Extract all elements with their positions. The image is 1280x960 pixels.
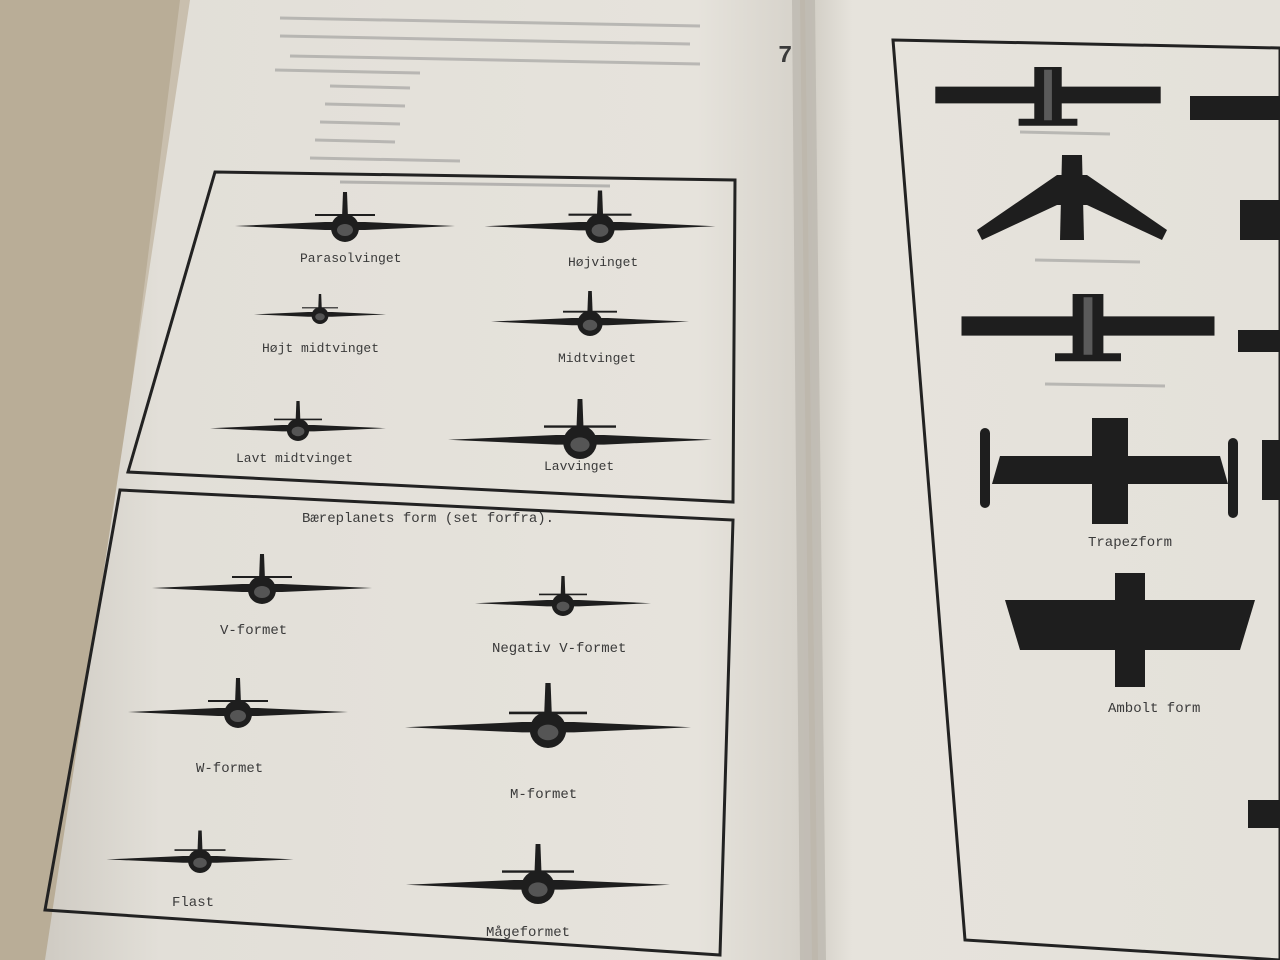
planform-trapezoid-icon	[980, 418, 1238, 524]
label-mid-wing: Midtvinget	[558, 351, 636, 366]
label-w-shaped: W-formet	[196, 761, 263, 777]
box1-title-line	[339, 180, 611, 188]
table-shadow	[0, 0, 180, 960]
label-low-wing: Lavvinget	[544, 459, 614, 474]
label-high-wing: Højvinget	[568, 255, 638, 270]
label-m-shaped: M-formet	[510, 787, 577, 803]
wing-shape-box	[43, 488, 735, 957]
book-gutter	[792, 0, 826, 960]
planform-label-straight-line	[1019, 130, 1111, 136]
label-trapezoid: Trapezform	[1088, 535, 1172, 551]
label-anvil: Ambolt form	[1108, 701, 1200, 717]
label-high-mid: Højt midtvinget	[262, 341, 379, 356]
planform-label-swept-line	[1034, 258, 1141, 264]
label-low-mid: Lavt midtvinget	[236, 451, 353, 466]
partial-plane-icons	[1190, 96, 1280, 828]
wing-position-box	[126, 170, 737, 504]
planform-swept-icon	[977, 155, 1167, 240]
label-parasol: Parasolvinget	[300, 251, 401, 266]
planform-box	[891, 38, 1280, 960]
label-flat: Flast	[172, 895, 214, 911]
label-v-shaped: V-formet	[220, 623, 287, 639]
page-number: 7	[778, 43, 792, 70]
planform-anvil-icon	[1005, 573, 1255, 687]
intro-text-lines	[274, 16, 701, 163]
box2-title: Bæreplanets form (set forfra).	[302, 511, 554, 527]
label-gull: Mågeformet	[486, 925, 570, 941]
planform-label-reverse-line	[1044, 382, 1166, 388]
label-negative-v: Negativ V-formet	[492, 641, 626, 657]
